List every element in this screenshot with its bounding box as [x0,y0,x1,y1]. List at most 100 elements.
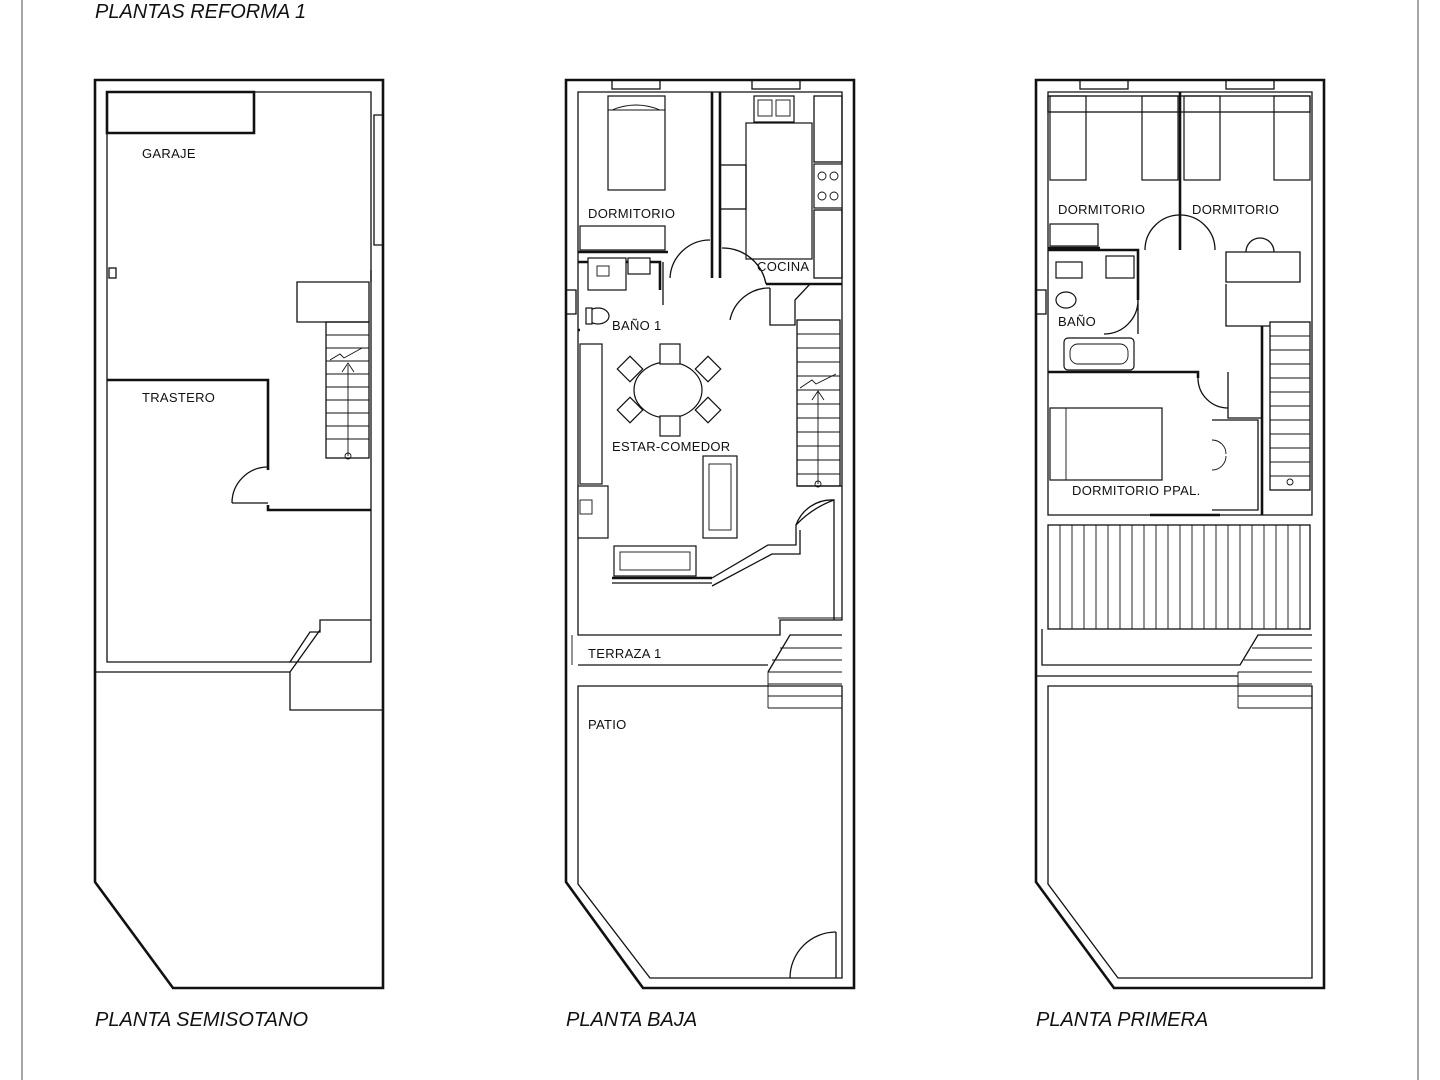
caption-planta-baja: PLANTA BAJA [566,1009,697,1031]
primera-closet [1212,419,1259,511]
room-label-cocina: COCINA [757,259,809,274]
dormitorio-door-swing [669,239,711,279]
dining-chair-6 [694,396,722,424]
bed-pillow [608,104,665,111]
primera-balcony [1047,524,1311,630]
room-label-dormitorio: DORMITORIO [588,206,675,221]
primera-door-2 [1179,214,1216,251]
room-label-garaje: GARAJE [142,146,196,161]
primera-landing [1225,284,1270,327]
semisotano-chamfer [289,629,321,673]
primera-sink [1105,255,1135,279]
patio-inner-boundary [577,685,843,979]
baja-window-1 [611,79,661,90]
semisotano-yard-line [95,671,383,711]
dining-chair-2 [659,415,681,437]
cocina-hob [813,163,843,209]
room-label-patio: PATIO [588,717,627,732]
room-label-dormitorio-ppal: DORMITORIO PPAL. [1072,483,1201,498]
semisotano-stair [325,321,370,460]
entry-door-swing [795,499,835,526]
plan-primera: DORMITORIO DORMITORIO BAÑO DORMITORIO PP… [1034,78,1326,990]
hall-door-swing [729,287,771,321]
room-label-bano: BAÑO [1058,314,1096,329]
primera-outer-wall [1034,78,1326,990]
patio-gate-swing [789,931,837,979]
semisotano-stair-landing [296,281,370,323]
dining-chair-3 [616,355,644,383]
primera-lower-boundary [1047,685,1313,979]
room-label-dormitorio-2: DORMITORIO [1192,202,1279,217]
primera-bidet [1055,261,1083,279]
room-label-trastero: TRASTERO [142,390,215,405]
trastero-door-swing [231,466,269,504]
baja-stair [796,319,841,488]
estar-sofa-side [702,455,738,539]
semisotano-niche [108,267,117,279]
garage-door [373,114,384,246]
baja-inner-boundary [577,91,843,636]
room-label-bano-1: BAÑO 1 [612,318,661,333]
room-label-dormitorio-1: DORMITORIO [1058,202,1145,217]
garaje-left-inner [106,133,290,663]
trastero-top-wall [107,378,270,470]
primera-bed-1b [1141,95,1179,181]
dining-chair-4 [694,355,722,383]
primera-door-1 [1144,214,1181,251]
cocina-door-swing [721,247,767,285]
bano-sink [627,257,651,275]
primera-headboard-shelf [1047,95,1311,113]
bano-shower [587,257,627,291]
caption-planta-semisotano: PLANTA SEMISOTANO [95,1009,308,1031]
primera-terrace-stairs [1237,647,1312,709]
primera-wardrobe-1 [1049,223,1099,247]
garaje-high-shelf [105,90,256,135]
garaje-inner-boundary [254,91,372,663]
dormitorio-bed [607,95,666,191]
primera-bano-window [1035,289,1047,315]
primera-window-1 [1079,79,1129,90]
dining-chair-1 [659,343,681,365]
primera-terrace-edge [1041,629,1312,666]
estar-sofa [613,545,697,577]
primera-bano-door [1103,299,1139,335]
primera-main-door [1197,372,1262,419]
plan-baja: DORMITORIO COCINA BAÑO 1 ESTAR-COMEDOR T… [564,78,856,990]
cocina-counter-bottom [813,209,843,279]
terraza-boundary [711,499,835,620]
cocina-counter-top [813,95,843,163]
primera-stair [1269,321,1311,491]
cocina-island [745,122,813,260]
room-label-estar-comedor: ESTAR-COMEDOR [612,439,731,454]
plan-semisotano: GARAJE TRASTERO [93,78,385,990]
sheet-title: PLANTAS REFORMA 1 [95,1,306,23]
primera-closet-doors [1211,439,1227,471]
estar-fireplace [577,485,609,539]
estar-sideboard [579,343,603,485]
primera-bed-2a [1183,95,1221,181]
terraza-boundary-inner [711,530,801,587]
semisotano-outer-wall [93,78,385,990]
bano-window [565,289,577,315]
caption-planta-primera: PLANTA PRIMERA [1036,1009,1208,1031]
primera-bed-1a [1049,95,1087,181]
primera-toilet [1055,291,1077,309]
primera-inner-boundary [1047,91,1313,516]
primera-main-bed [1049,407,1163,481]
primera-bano-walls [1048,248,1140,300]
baja-window-2 [751,79,801,90]
hall-partition [769,283,842,326]
trastero-bottom-wall [266,505,371,512]
dining-chair-5 [616,396,644,424]
primera-bano-south [1048,370,1200,378]
dining-table [633,361,703,419]
dormitorio-wardrobe [579,225,666,251]
terraza-stairs [767,617,842,709]
baja-outer-wall [564,78,856,990]
primera-wardrobe-2-doors [1245,237,1275,253]
primera-wardrobe-2 [1225,251,1301,283]
cocina-fridge [719,164,747,210]
primera-bed-2b [1273,95,1311,181]
